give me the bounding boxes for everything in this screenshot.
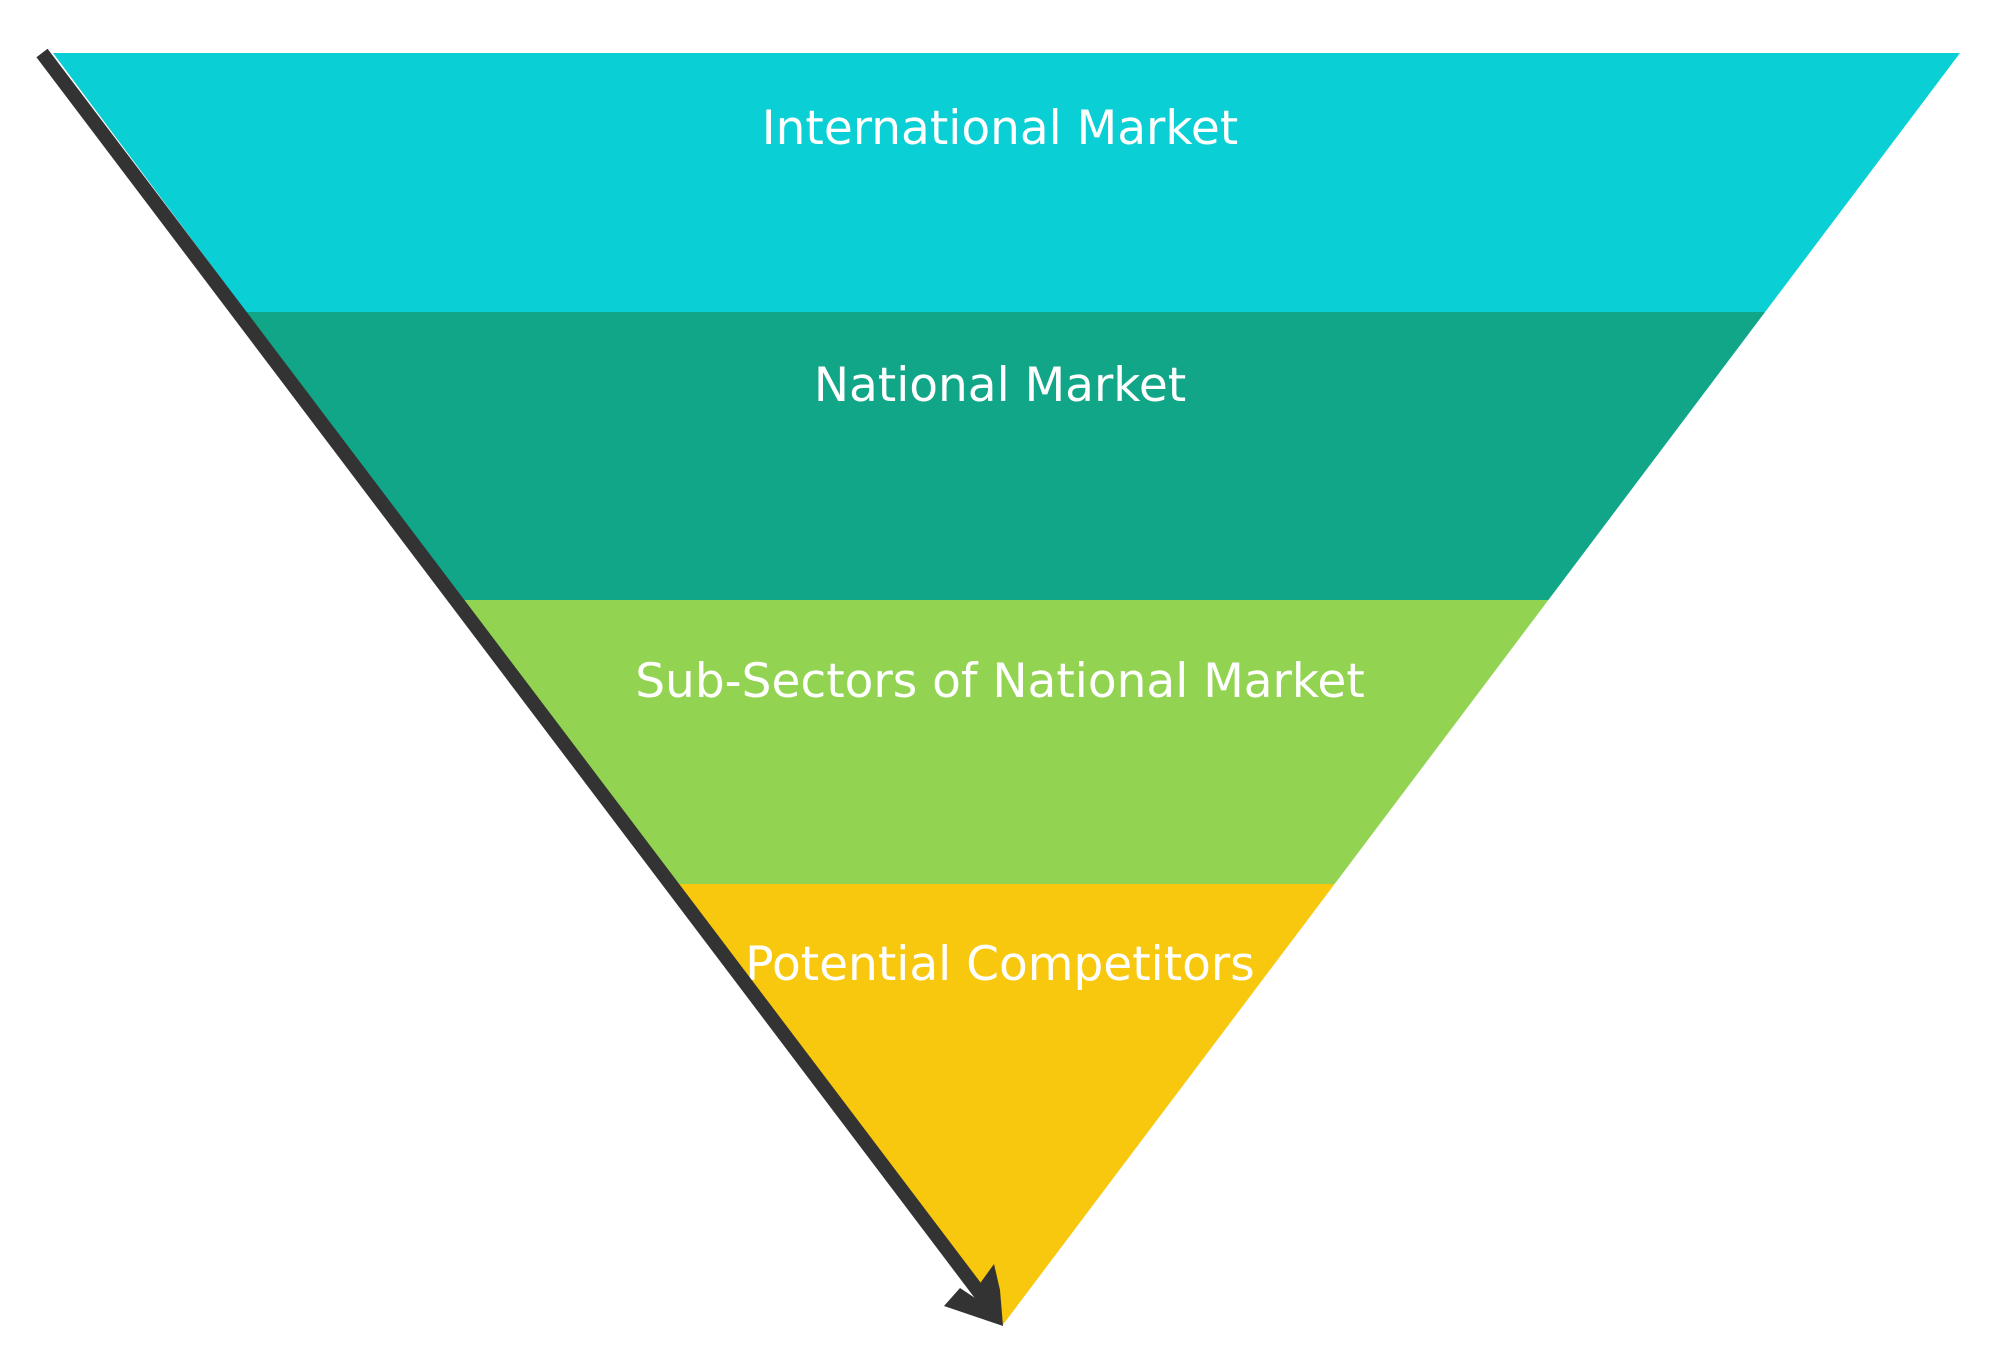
funnel-tier-label-1: International Market bbox=[762, 101, 1238, 156]
funnel-tier-label-4: Potential Competitors bbox=[745, 937, 1254, 992]
funnel-tier-3 bbox=[460, 600, 1549, 884]
funnel-tier-label-2: National Market bbox=[814, 358, 1186, 413]
arrow-shaft bbox=[36, 48, 991, 1305]
funnel-tier-label-3: Sub-Sectors of National Market bbox=[635, 654, 1365, 709]
funnel-tier-4 bbox=[672, 884, 1335, 1326]
funnel-tier-1 bbox=[53, 53, 1960, 312]
funnel-tiers bbox=[53, 53, 1960, 1326]
funnel-tier-2 bbox=[246, 312, 1766, 600]
arrow-head-icon bbox=[944, 1264, 1003, 1326]
funnel-arrow bbox=[36, 48, 1003, 1326]
